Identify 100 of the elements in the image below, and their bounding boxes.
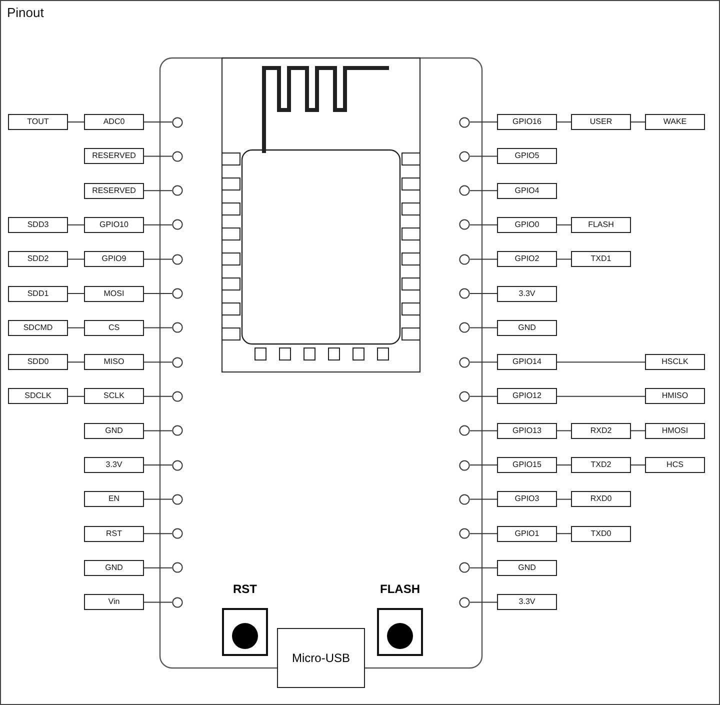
pin-label: SDD0	[8, 354, 68, 370]
pin-hole	[172, 116, 183, 128]
pin-hole	[172, 562, 183, 574]
pin-label: GPIO3	[497, 491, 557, 508]
pin-connector-line	[470, 498, 498, 500]
pin-label: GPIO12	[497, 388, 557, 404]
pin-label: GPIO9	[84, 251, 144, 268]
pin-connector-line	[556, 396, 646, 397]
pin-label: CS	[84, 320, 144, 336]
pin-connector-line	[470, 430, 498, 432]
pin-hole	[172, 219, 183, 230]
pin-connector-line	[144, 533, 172, 534]
pin-label: SDD3	[8, 216, 68, 233]
pin-connector-line	[144, 190, 172, 192]
pin-connector-line	[556, 464, 572, 466]
button-label: RST	[232, 582, 258, 596]
pin-connector-line	[144, 567, 172, 568]
pin-connector-line	[68, 258, 84, 260]
pin-label: GND	[497, 320, 557, 336]
pin-label: GPIO4	[497, 182, 557, 199]
pin-label: GPIO1	[497, 526, 557, 542]
pin-label: HSCLK	[645, 354, 705, 370]
pin-hole	[172, 460, 183, 470]
pin-label: SDD2	[8, 251, 68, 268]
pin-label: GPIO5	[497, 148, 557, 164]
pin-connector-line	[68, 293, 84, 294]
pin-connector-line	[470, 258, 498, 260]
pin-connector-line	[630, 464, 646, 466]
pin-label: GND	[497, 560, 557, 576]
pin-connector-line	[470, 156, 498, 157]
pin-hole	[459, 322, 470, 334]
pin-hole	[459, 219, 470, 230]
pin-connector-line	[144, 293, 172, 294]
pin-connector-line	[144, 498, 172, 500]
pin-connector-line	[68, 396, 84, 397]
pin-connector-line	[556, 224, 572, 226]
pin-hole	[459, 460, 470, 470]
pin-hole	[172, 390, 183, 402]
pin-hole	[459, 562, 470, 574]
pin-connector-line	[144, 156, 172, 157]
pin-label: RESERVED	[84, 148, 144, 164]
pin-label: USER	[571, 114, 631, 130]
pin-connector-line	[470, 464, 498, 466]
pin-label: EN	[84, 491, 144, 508]
pin-label: 3.3V	[497, 594, 557, 610]
pin-connector-line	[630, 430, 646, 432]
pin-label: ADC0	[84, 114, 144, 130]
pin-connector-line	[144, 327, 172, 328]
pin-label: MOSI	[84, 286, 144, 302]
pin-connector-line	[68, 224, 84, 226]
pin-label: GPIO2	[497, 251, 557, 268]
pin-hole	[459, 528, 470, 540]
pin-connector-line	[470, 362, 498, 363]
pin-label: TOUT	[8, 114, 68, 130]
diagram-title: Pinout	[7, 5, 44, 20]
pin-label: GND	[84, 422, 144, 439]
pin-hole	[459, 254, 470, 265]
pin-connector-line	[470, 293, 498, 294]
pin-hole	[459, 494, 470, 505]
pin-hole	[172, 185, 183, 196]
pin-connector-line	[144, 464, 172, 466]
pin-connector-line	[470, 224, 498, 226]
pin-label: RXD0	[571, 491, 631, 508]
pin-connector-line	[470, 567, 498, 568]
pin-hole	[459, 185, 470, 196]
pin-connector-line	[556, 430, 572, 432]
pin-hole	[172, 494, 183, 505]
pin-label: GPIO13	[497, 422, 557, 439]
pin-label: SCLK	[84, 388, 144, 404]
pin-label: 3.3V	[497, 286, 557, 302]
pin-label: 3.3V	[84, 457, 144, 473]
pin-label: GPIO16	[497, 114, 557, 130]
pin-hole	[172, 425, 183, 436]
pin-connector-line	[556, 362, 646, 363]
pin-label: RXD2	[571, 422, 631, 439]
pin-connector-line	[470, 327, 498, 328]
pin-connector-line	[556, 498, 572, 500]
pin-connector-line	[470, 190, 498, 192]
pin-label: TXD2	[571, 457, 631, 473]
pin-label: WAKE	[645, 114, 705, 130]
pin-hole	[172, 150, 183, 162]
pin-label: TXD1	[571, 251, 631, 268]
pin-hole	[459, 596, 470, 608]
pin-label: SDD1	[8, 286, 68, 302]
pin-label: GPIO10	[84, 216, 144, 233]
pin-hole	[459, 425, 470, 436]
pin-label: FLASH	[571, 216, 631, 233]
pin-label: GPIO15	[497, 457, 557, 473]
pin-connector-line	[144, 258, 172, 260]
pin-label: SDCLK	[8, 388, 68, 404]
pin-label: RST	[84, 526, 144, 542]
pin-label: RESERVED	[84, 182, 144, 199]
pin-connector-line	[470, 396, 498, 397]
pin-label: GPIO14	[497, 354, 557, 370]
pin-connector-line	[144, 362, 172, 363]
pin-hole	[459, 288, 470, 299]
pin-connector-line	[68, 327, 84, 328]
pin-label: HMOSI	[645, 422, 705, 439]
pin-connector-line	[144, 224, 172, 226]
usb-connector: Micro-USB	[277, 628, 365, 688]
